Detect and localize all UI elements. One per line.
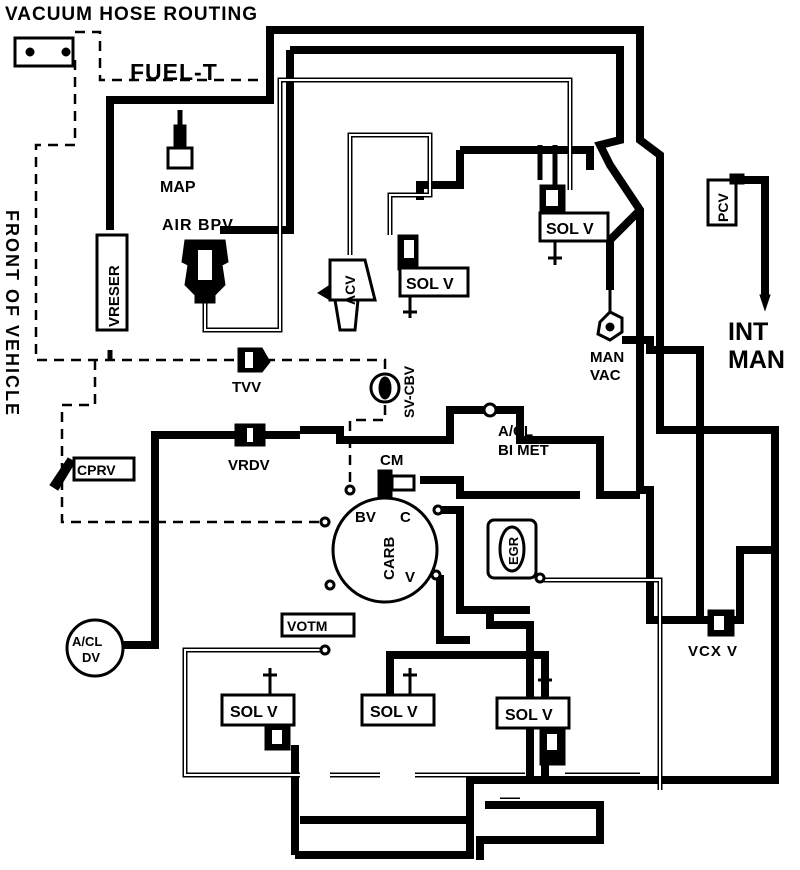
acl-bimet-label-2: BI MET — [498, 442, 549, 459]
sol-v-mid-label: SOL V — [406, 276, 454, 293]
egr-valve: EGR — [486, 518, 546, 584]
cprv-label: CPRV — [77, 462, 116, 478]
air-bpv-valve-icon — [181, 239, 229, 304]
int-man-label-2: MAN — [728, 346, 785, 374]
diagram-title: VACUUM HOSE ROUTING — [5, 4, 258, 25]
sol-v-bm-label: SOL V — [370, 704, 418, 721]
sol-v-bl-label: SOL V — [230, 704, 278, 721]
man-vac-fitting — [596, 290, 624, 342]
cprv-valve: CPRV — [49, 456, 136, 491]
map-label: MAP — [160, 179, 196, 196]
fuel-trap-fitting — [13, 36, 75, 68]
vcxv-label: VCX V — [688, 643, 738, 660]
front-of-vehicle-label: FRONT OF VEHICLE — [2, 210, 22, 417]
cm-fitting — [377, 469, 416, 501]
thick-hoses — [106, 26, 779, 860]
egr-label: EGR — [506, 536, 521, 565]
int-man-label-1: INT — [728, 318, 768, 346]
carb-v-label: V — [405, 569, 415, 586]
sol-v-bottom-left: SOL V — [220, 668, 296, 751]
acv-label: ACV — [342, 275, 358, 305]
sol-v-bottom-right: SOL V — [495, 672, 571, 766]
sv-cbv-label: SV-CBV — [401, 365, 417, 418]
carb-c-label: C — [400, 509, 411, 526]
sol-v-br-label: SOL V — [505, 707, 553, 724]
tvv-label: TVV — [232, 379, 261, 396]
acl-bimet-fitting — [482, 402, 498, 418]
sol-v-top-label: SOL V — [546, 221, 594, 238]
vreser-label: VRESER — [106, 265, 123, 327]
vreser-component: VRESER — [95, 233, 129, 332]
acv-valve: ACV — [317, 258, 377, 332]
map-sensor-icon — [166, 124, 194, 170]
pcv-label: PCV — [715, 193, 731, 222]
carb-label: CARB — [381, 537, 398, 580]
acl-bimet-label-1: A/CL — [498, 423, 533, 440]
votm-label: VOTM — [287, 618, 327, 634]
vrdv-valve — [234, 423, 266, 447]
acl-dv-label-1: A/CL — [72, 634, 102, 649]
pcv-valve: PCV — [706, 173, 771, 312]
carb-bv-label: BV — [355, 509, 376, 526]
votm-component: VOTM — [280, 612, 356, 656]
acl-dv-label-2: DV — [82, 650, 100, 665]
sv-cbv-valve — [369, 372, 401, 404]
sol-v-mid: SOL V — [397, 234, 470, 318]
tvv-valve — [237, 347, 271, 373]
air-bpv-label: AIR BPV — [162, 217, 234, 234]
double-hoses — [107, 77, 663, 803]
vrdv-label: VRDV — [228, 457, 270, 474]
man-vac-label-2: VAC — [590, 367, 621, 384]
dashed-lines — [34, 30, 387, 524]
sol-v-top: SOL V — [538, 184, 610, 265]
vcxv-valve — [707, 609, 735, 637]
carburetor: BV C CARB V — [319, 484, 444, 604]
acl-dv-component: A/CL DV — [65, 618, 125, 678]
sol-v-bottom-mid: SOL V — [360, 668, 436, 727]
cm-label: CM — [380, 452, 403, 469]
man-vac-label-1: MAN — [590, 349, 624, 366]
